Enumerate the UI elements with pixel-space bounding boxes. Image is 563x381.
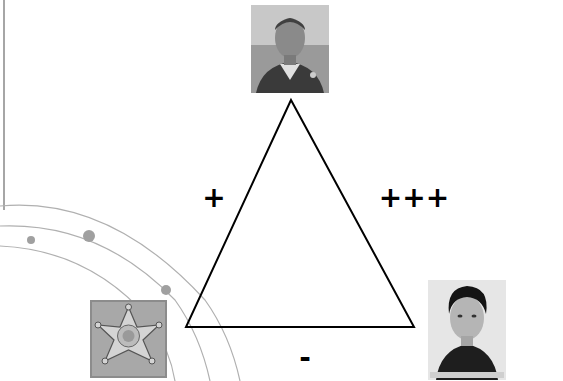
- triangle: [186, 100, 414, 327]
- badge-icon: [90, 300, 167, 378]
- decor-dot: [27, 236, 35, 244]
- sign-label: -: [299, 344, 311, 372]
- decor-dot: [83, 230, 95, 242]
- sign-label: +++: [379, 184, 449, 212]
- sign-label: +: [202, 184, 225, 212]
- officer-photo: [251, 5, 329, 93]
- decor-dot: [161, 285, 171, 295]
- border-line: [3, 0, 5, 210]
- decor-arcs: [0, 205, 240, 381]
- mugshot-photo: [428, 280, 506, 380]
